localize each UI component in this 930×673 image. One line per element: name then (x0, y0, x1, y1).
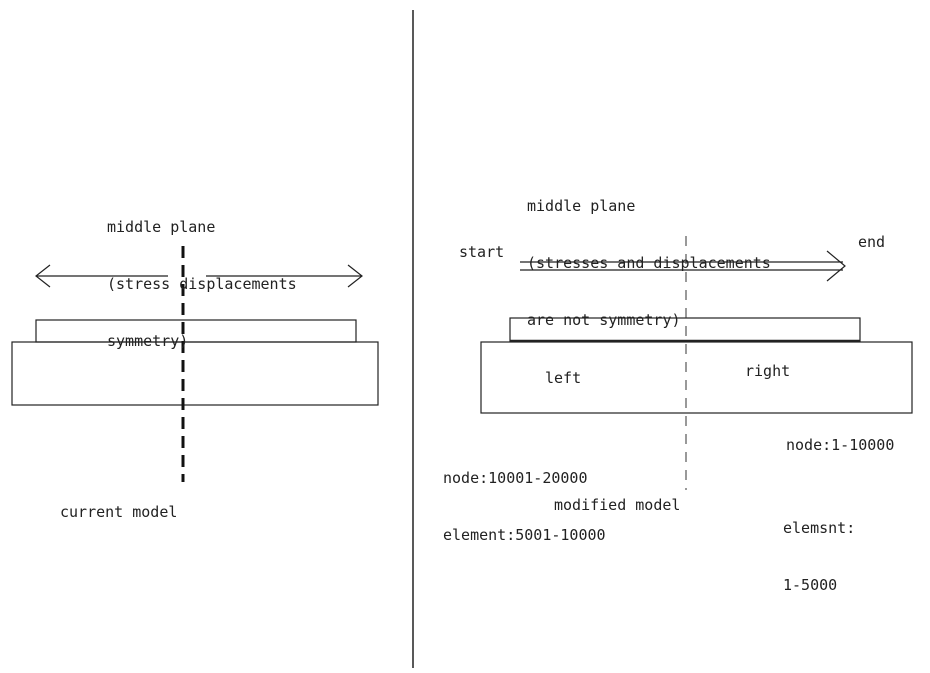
right-arrow-head (347, 264, 363, 288)
start-label: start (459, 243, 505, 261)
current-middle-plane-note: middle plane (stress displacements symme… (107, 180, 297, 389)
modified-note-line-2: (stresses and displacements (527, 254, 771, 272)
right-element-label: elemsnt: (783, 519, 856, 537)
modified-note-line-3: are not symmetry) (527, 311, 681, 329)
modified-model-caption: modified model (554, 496, 681, 514)
current-model-drawing (11, 246, 379, 482)
left-element-range: element:5001-10000 (443, 526, 606, 544)
right-node-range: node:1-10000 (786, 436, 895, 454)
current-model-caption: current model (60, 503, 178, 521)
left-node-range: node:10001-20000 (443, 469, 588, 487)
left-region-label: left (545, 369, 582, 387)
end-label: end (858, 233, 886, 251)
current-note-line-3: symmetry) (107, 332, 189, 350)
right-region-label: right (745, 362, 791, 380)
modified-middle-plane-note: middle plane (stresses and displacements… (527, 159, 771, 368)
current-note-line-2: (stress displacements (107, 275, 297, 293)
modified-base-body (480, 341, 913, 414)
modified-note-line-1: middle plane (527, 197, 636, 215)
modified-model-drawing (480, 236, 913, 490)
right-element-range: 1-5000 (783, 576, 838, 594)
left-node-element-info: node:10001-20000 element:5001-10000 (443, 431, 606, 583)
left-arrow-head (35, 264, 51, 288)
current-note-line-1: middle plane (107, 218, 216, 236)
start-end-arrow-head (826, 250, 846, 282)
right-element-info: elemsnt: 1-5000 (783, 481, 855, 633)
current-base-body (11, 341, 379, 406)
